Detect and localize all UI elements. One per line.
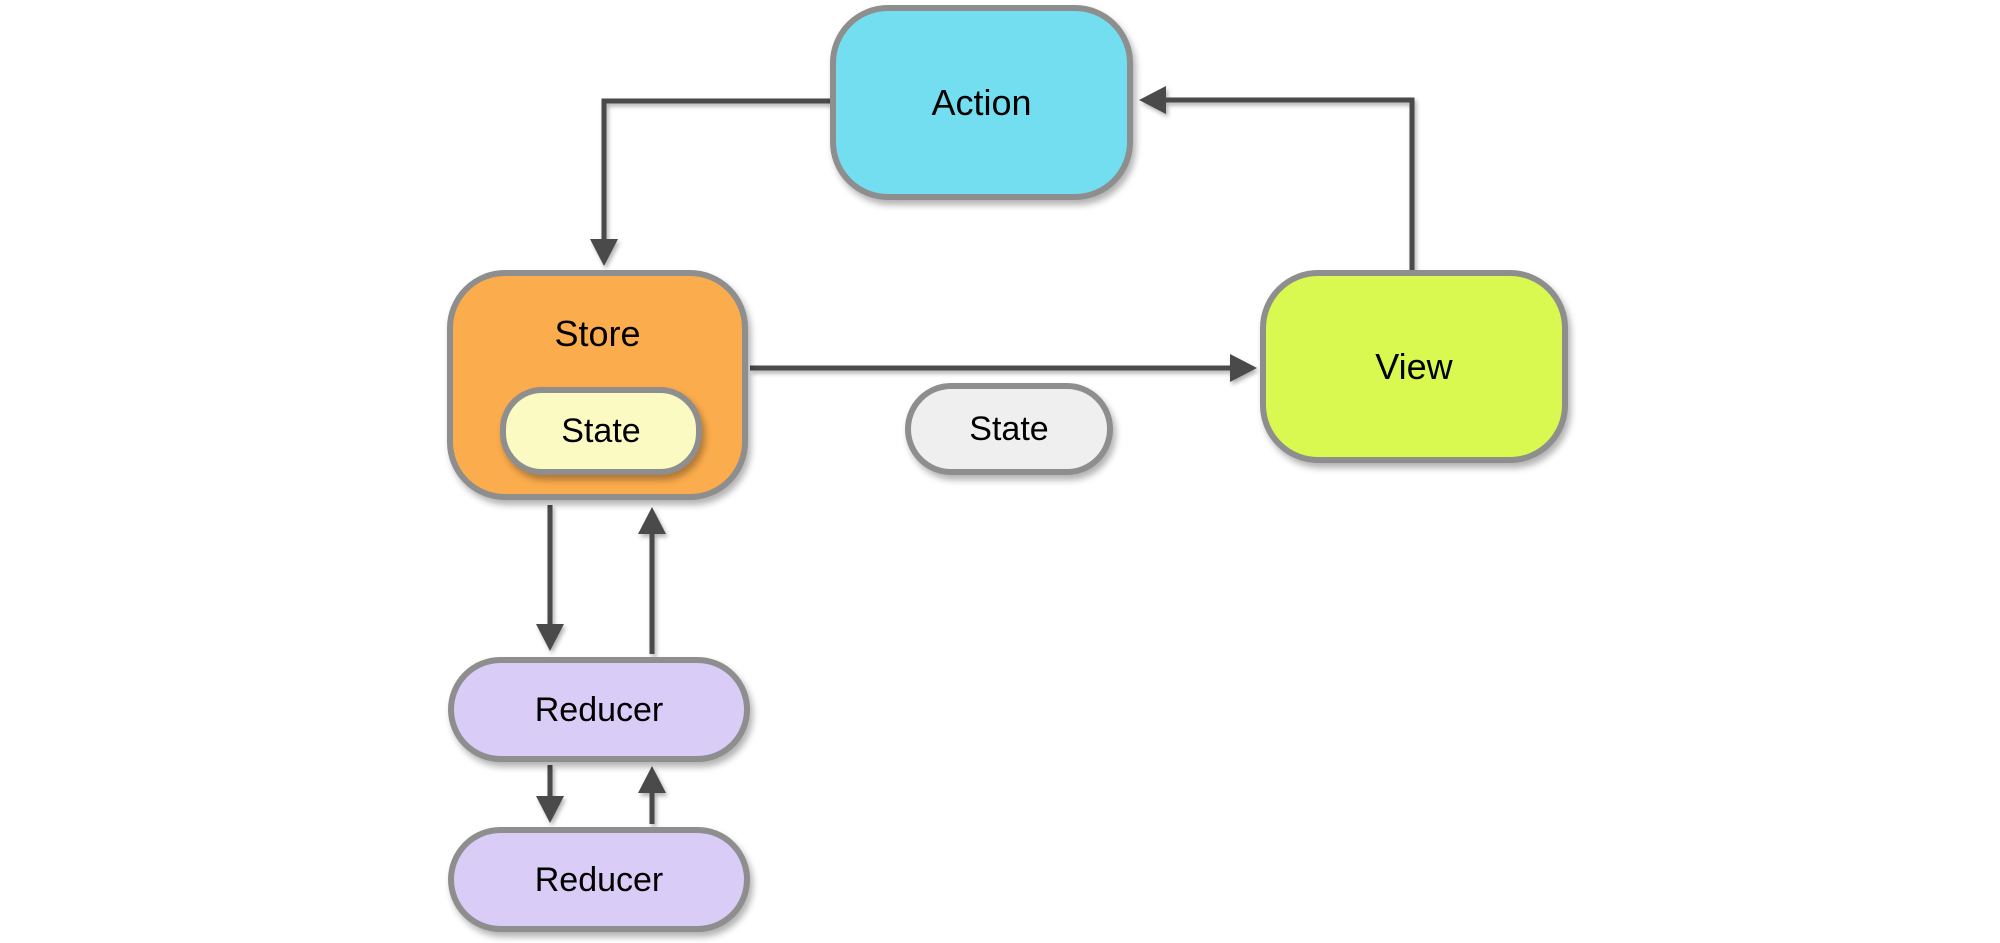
arrowhead-up-icon	[638, 766, 666, 793]
arrowhead-down-icon	[536, 624, 564, 651]
node-view: View	[1260, 270, 1568, 463]
edge-reducer-2-to-reducer-1	[638, 766, 666, 824]
node-reducer-1-label: Reducer	[534, 690, 664, 729]
node-action: Action	[830, 5, 1133, 200]
node-reducer-1: Reducer	[448, 657, 750, 762]
node-action-label: Action	[931, 81, 1032, 123]
edge-action-to-store	[590, 98, 830, 266]
node-reducer-2: Reducer	[448, 827, 750, 932]
node-state-flow-label: State	[969, 410, 1049, 448]
node-store-label: Store	[554, 313, 641, 354]
edge-reducer-1-to-reducer-2	[536, 765, 564, 823]
arrowhead-right-icon	[1230, 354, 1257, 382]
edge-store-to-reducer-1	[536, 505, 564, 651]
node-view-label: View	[1375, 345, 1453, 387]
edge-store-to-view	[750, 354, 1257, 382]
edge-view-to-action	[1139, 86, 1415, 270]
node-state-flow: State	[905, 383, 1113, 475]
arrowhead-down-icon	[536, 796, 564, 823]
edge-line-action-to-store	[601, 98, 830, 240]
node-store: Store State	[447, 270, 748, 500]
arrowhead-left-icon	[1139, 86, 1166, 114]
edge-line-view-to-action	[1164, 97, 1415, 270]
edge-reducer-1-to-store	[638, 507, 666, 654]
node-state-in-store-label: State	[561, 412, 641, 450]
node-reducer-2-label: Reducer	[534, 860, 664, 899]
arrowhead-down-icon	[590, 239, 618, 266]
node-state-in-store: State	[500, 387, 702, 475]
arrowhead-up-icon	[638, 507, 666, 534]
